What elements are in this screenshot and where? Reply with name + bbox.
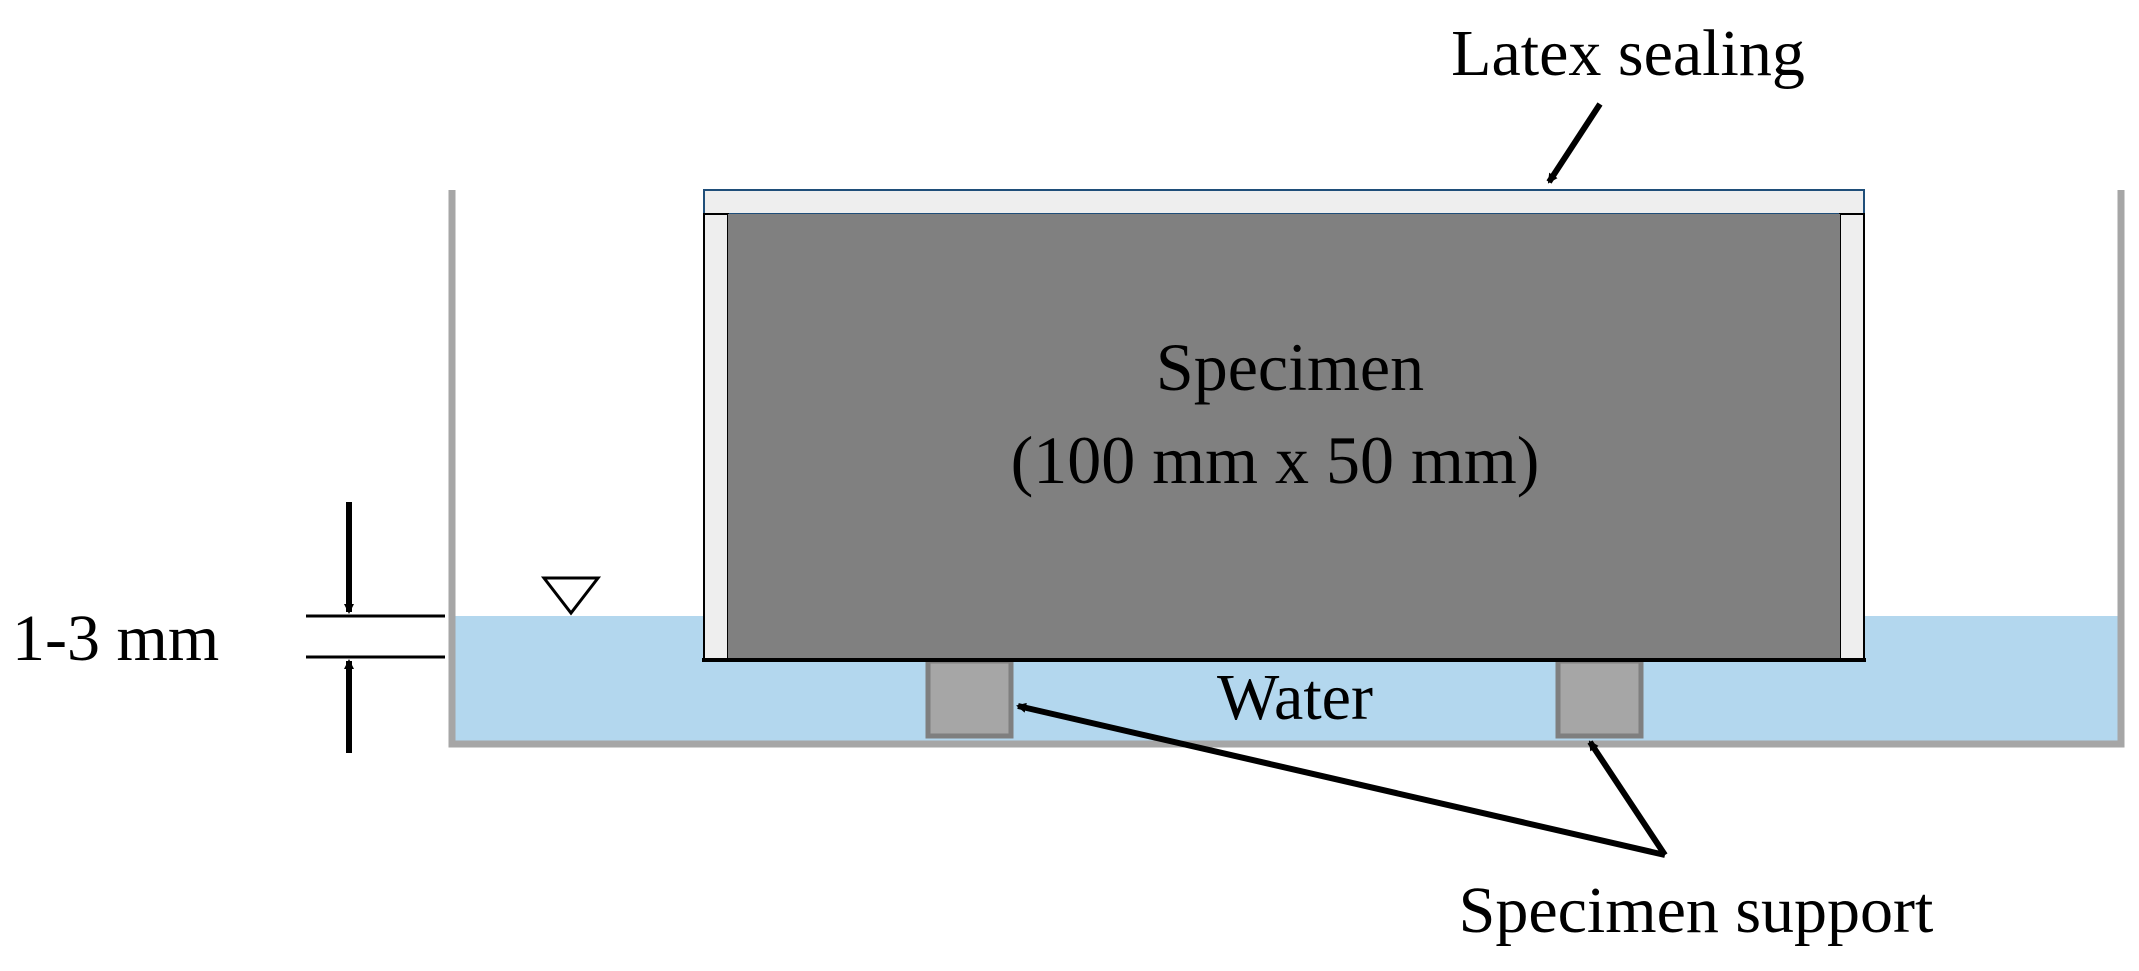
latex-sealing-left-side (703, 213, 729, 661)
specimen-title: Specimen (1156, 329, 1424, 405)
specimen-body (728, 214, 1840, 660)
water-level-triangle-icon (540, 576, 602, 616)
container-walls (448, 190, 2125, 748)
specimen-support-arrow-left (1016, 702, 1666, 858)
water-label: Water (1217, 661, 1373, 734)
specimen-support-left (925, 658, 1014, 739)
specimen-size: (100 mm x 50 mm) (1011, 422, 1540, 498)
specimen-support-label: Specimen support (1459, 874, 1934, 947)
latex-sealing-label: Latex sealing (1451, 17, 1805, 90)
latex-sealing-right-side (1839, 213, 1865, 661)
latex-sealing-arrow (1546, 102, 1603, 184)
specimen-support-arrow-right (1587, 740, 1668, 857)
latex-sealing-top (703, 189, 1865, 215)
specimen-support-right (1555, 658, 1644, 739)
water-depth-label: 1-3 mm (12, 602, 219, 675)
